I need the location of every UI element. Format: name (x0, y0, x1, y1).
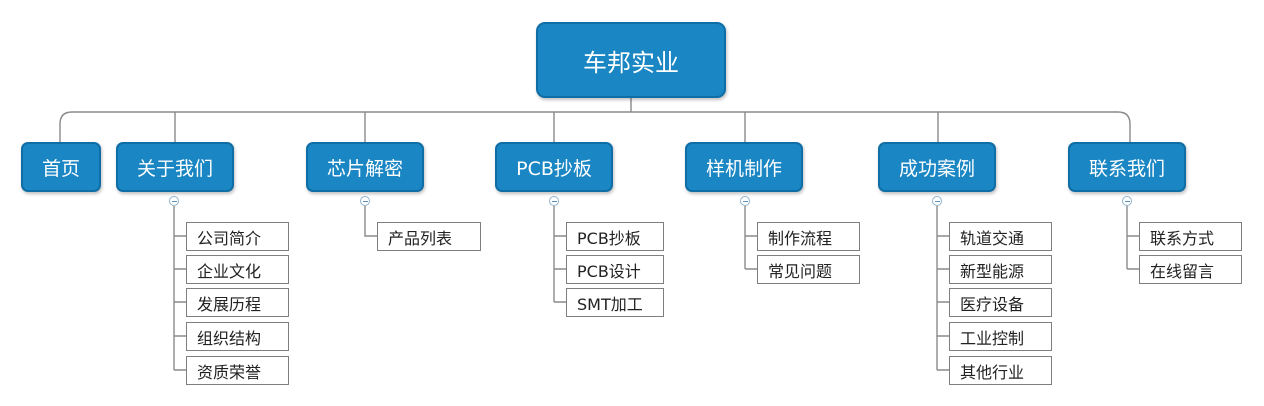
leaf-pcb-design[interactable]: PCB设计 (566, 255, 664, 284)
leaf-faq[interactable]: 常见问题 (757, 255, 860, 284)
leaf-production-process[interactable]: 制作流程 (757, 222, 860, 251)
collapse-toggle-chip-decryption[interactable] (360, 196, 370, 206)
node-success-cases[interactable]: 成功案例 (878, 142, 996, 192)
leaf-org-structure[interactable]: 组织结构 (186, 322, 289, 351)
leaf-medical-equipment[interactable]: 医疗设备 (949, 288, 1052, 317)
node-pcb-copy[interactable]: PCB抄板 (495, 142, 613, 192)
node-prototype[interactable]: 样机制作 (685, 142, 803, 192)
node-chip-decryption[interactable]: 芯片解密 (306, 142, 424, 192)
collapse-toggle-about-us[interactable] (169, 196, 179, 206)
collapse-toggle-contact-us[interactable] (1122, 196, 1132, 206)
leaf-industrial-control[interactable]: 工业控制 (949, 322, 1052, 351)
collapse-toggle-pcb-copy[interactable] (549, 196, 559, 206)
node-home[interactable]: 首页 (21, 142, 101, 192)
collapse-toggle-success-cases[interactable] (932, 196, 942, 206)
leaf-product-list[interactable]: 产品列表 (377, 222, 481, 251)
root-node[interactable]: 车邦实业 (536, 22, 726, 98)
leaf-history[interactable]: 发展历程 (186, 288, 289, 317)
leaf-other-industries[interactable]: 其他行业 (949, 356, 1052, 385)
leaf-contact-info[interactable]: 联系方式 (1139, 222, 1242, 251)
collapse-toggle-prototype[interactable] (740, 196, 750, 206)
leaf-corporate-culture[interactable]: 企业文化 (186, 255, 289, 284)
leaf-qualifications[interactable]: 资质荣誉 (186, 356, 289, 385)
leaf-pcb-copy[interactable]: PCB抄板 (566, 222, 664, 251)
node-about-us[interactable]: 关于我们 (116, 142, 234, 192)
leaf-company-profile[interactable]: 公司简介 (186, 222, 289, 251)
leaf-online-message[interactable]: 在线留言 (1139, 255, 1242, 284)
leaf-new-energy[interactable]: 新型能源 (949, 255, 1052, 284)
node-contact-us[interactable]: 联系我们 (1068, 142, 1186, 192)
leaf-smt-processing[interactable]: SMT加工 (566, 288, 664, 317)
leaf-rail-transit[interactable]: 轨道交通 (949, 222, 1052, 251)
